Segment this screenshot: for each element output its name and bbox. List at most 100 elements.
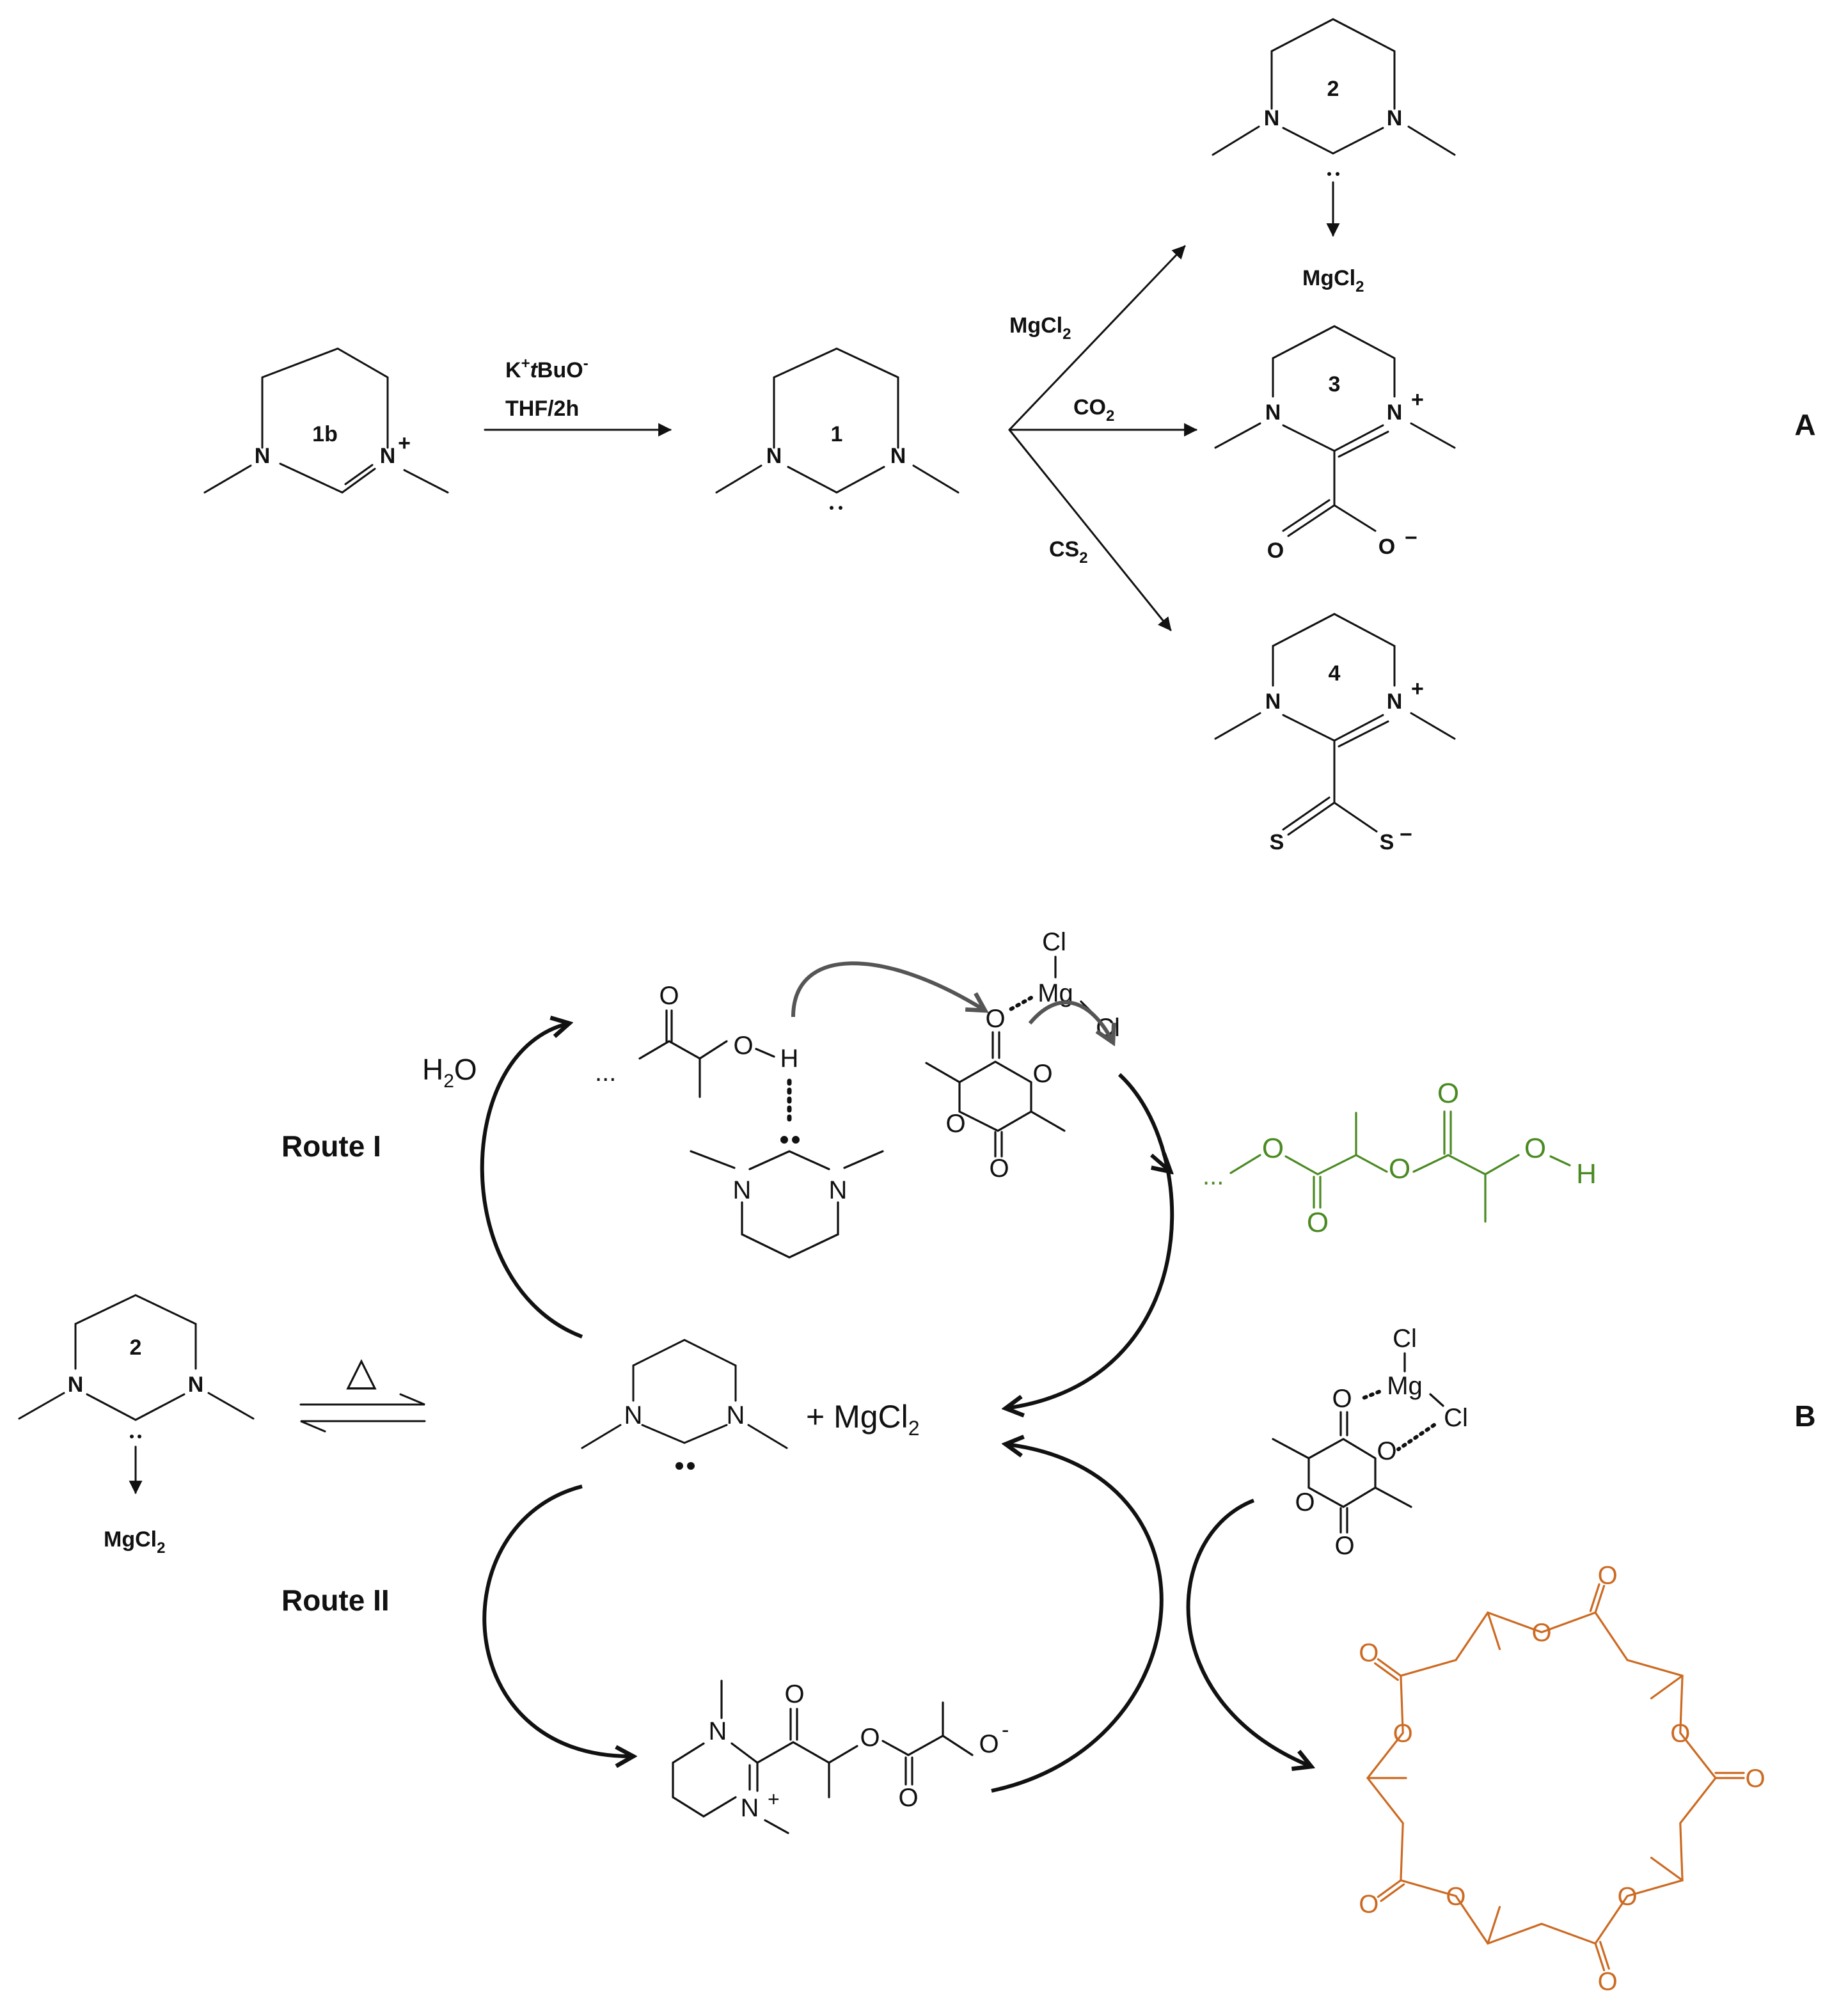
route-ii-right-arrow xyxy=(991,1444,1164,1793)
panel-label-a: A xyxy=(1794,408,1815,441)
atom-n: N xyxy=(727,1401,745,1429)
cyclization-arrow xyxy=(1186,1499,1311,1767)
atom-o: O xyxy=(989,1154,1009,1183)
route-ii-label: Route II xyxy=(281,1584,390,1617)
atom-o: O xyxy=(1524,1133,1546,1164)
compound-1: N N 1 xyxy=(715,347,960,510)
branch-label-co2: CO2 xyxy=(1073,395,1114,425)
ring-oxygen: O xyxy=(1393,1720,1413,1748)
atom-n: N xyxy=(1387,400,1403,425)
carbonyl-oxygen: O xyxy=(1359,1890,1378,1918)
charge-plus: + xyxy=(398,431,411,455)
adduct-mgcl2: MgCl2 xyxy=(104,1527,165,1557)
adduct-mgcl2: MgCl2 xyxy=(1302,266,1364,295)
lactide-mg-complex-top: Cl Mg Cl O O O O xyxy=(925,928,1120,1183)
chain-dots: ... xyxy=(1203,1162,1224,1190)
charge-plus: + xyxy=(768,1788,780,1811)
atom-o: O xyxy=(945,1110,965,1138)
atom-mg: Mg xyxy=(1387,1372,1423,1400)
central-carbene: N N + MgCl2 xyxy=(581,1339,920,1470)
carbonyl-bond xyxy=(1594,1584,1606,1614)
atom-o: O xyxy=(1437,1078,1459,1109)
panel-label-b: B xyxy=(1794,1399,1815,1433)
ring-oxygen: O xyxy=(1446,1882,1465,1910)
route-i-right-arrow xyxy=(1006,1073,1174,1408)
ring-opening-arrow xyxy=(1028,1000,1113,1043)
water-label: H2O xyxy=(422,1053,477,1092)
atom-o: O xyxy=(985,1005,1005,1033)
charge-minus: − xyxy=(1400,822,1412,847)
atom-o: O xyxy=(979,1730,999,1758)
atom-n: N xyxy=(624,1401,643,1429)
atom-o: O xyxy=(1262,1133,1284,1164)
atom-o: O xyxy=(1378,535,1395,559)
compound-2-adduct: N N 2 MgCl2 xyxy=(18,1294,255,1557)
atom-cl: Cl xyxy=(1444,1404,1468,1432)
carbonyl-bond xyxy=(1380,1883,1405,1902)
carbonyl-bond xyxy=(1599,1940,1610,1970)
route-i-left-arrow xyxy=(480,1023,583,1339)
atom-o: O xyxy=(898,1784,918,1812)
carbonyl-oxygen: O xyxy=(1745,1765,1765,1793)
label-2: 2 xyxy=(130,1335,142,1360)
atom-n: N xyxy=(1264,106,1280,130)
atom-cl: Cl xyxy=(1393,1325,1417,1353)
heat-symbol: △ xyxy=(346,1350,377,1394)
route-ii-left-arrow xyxy=(482,1484,633,1756)
methyl-bond xyxy=(1487,1611,1501,1650)
branch-label-cs2: CS2 xyxy=(1049,537,1088,567)
charge-minus: - xyxy=(1002,1718,1009,1742)
atom-o: O xyxy=(1389,1153,1410,1185)
atom-o: O xyxy=(1267,539,1284,563)
atom-n: N xyxy=(733,1176,752,1204)
attack-arrow xyxy=(791,961,985,1018)
label-1: 1 xyxy=(831,422,843,446)
atom-n: N xyxy=(380,444,396,468)
atom-o: O xyxy=(733,1032,753,1060)
route-i-activation: ... O O H N N xyxy=(595,982,884,1259)
atom-n: N xyxy=(766,444,782,468)
carbonyl-oxygen: O xyxy=(1598,1561,1618,1589)
lactide-mg-complex-bottom: Cl Mg Cl O O O O xyxy=(1272,1325,1468,1560)
ring-oxygen: O xyxy=(1531,1619,1551,1647)
label-2: 2 xyxy=(1327,77,1339,101)
reagent-base: K+tBuO- xyxy=(505,355,588,382)
carbonyl-bond xyxy=(1377,1879,1402,1898)
atom-s: S xyxy=(1380,830,1394,854)
charge-plus: + xyxy=(1411,677,1424,701)
atom-cl: Cl xyxy=(1096,1014,1120,1042)
compound-4: N N + S S − 4 xyxy=(1214,613,1456,854)
atom-s: S xyxy=(1270,830,1284,854)
atom-n: N xyxy=(1265,689,1281,714)
reagent-solvent: THF/2h xyxy=(505,397,579,421)
zwitterion-intermediate: N N + O O O O - xyxy=(672,1680,1009,1834)
arrow-1b-to-1: K+tBuO- THF/2h xyxy=(484,355,672,437)
branch-label-mgcl2: MgCl2 xyxy=(1009,313,1071,343)
carbonyl-bond xyxy=(1594,1942,1606,1972)
methyl-bond xyxy=(1650,1674,1684,1699)
carbonyl-bond xyxy=(1377,1658,1402,1677)
carbonyl-oxygen: O xyxy=(1598,1968,1618,1996)
atom-o: O xyxy=(784,1680,804,1708)
atom-o: O xyxy=(1377,1437,1396,1465)
atom-n: N xyxy=(890,444,906,468)
atom-n: N xyxy=(741,1794,759,1822)
atom-n: N xyxy=(1387,106,1403,130)
panel-a: N N + 1b K+tBuO- THF/2h N N 1 xyxy=(203,18,1816,854)
ring-oxygen: O xyxy=(1670,1720,1690,1748)
compound-2: N N 2 MgCl2 xyxy=(1212,18,1456,295)
compound-3: N N + O O − 3 xyxy=(1214,325,1456,563)
route-i-label: Route I xyxy=(281,1129,381,1163)
atom-o: O xyxy=(1032,1060,1052,1088)
charge-minus: − xyxy=(1405,526,1418,550)
release-arrow xyxy=(1150,1155,1171,1172)
methyl-bond xyxy=(1650,1857,1684,1882)
atom-o: O xyxy=(1334,1532,1354,1560)
atom-n: N xyxy=(68,1373,84,1397)
equilibrium-arrows: △ xyxy=(299,1350,426,1433)
charge-plus: + xyxy=(1411,388,1424,412)
atom-o: O xyxy=(860,1724,880,1752)
panel-b: B Route I Route II H2O N N 2 MgCl2 △ xyxy=(18,928,1816,1996)
carbonyl-bond xyxy=(1589,1583,1600,1612)
